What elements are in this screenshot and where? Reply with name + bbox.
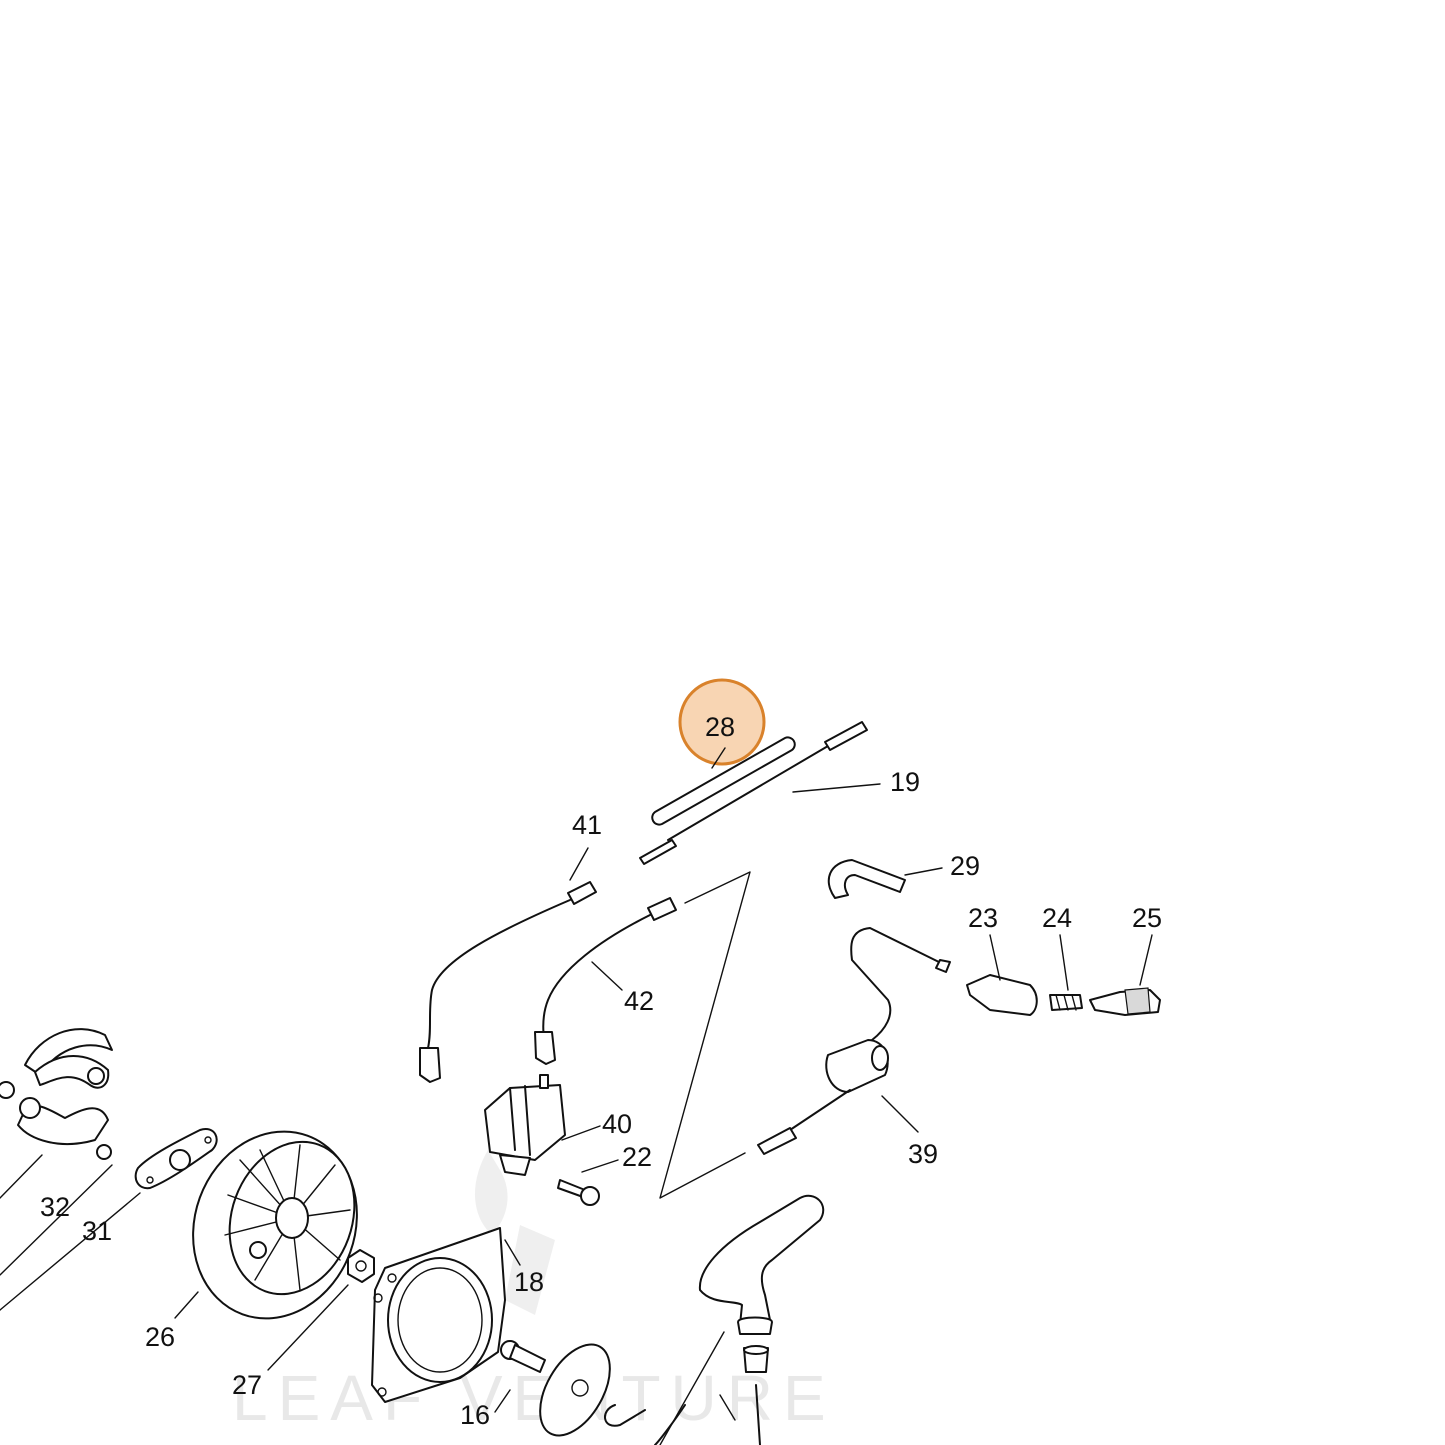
part-23-boot[interactable]	[966, 934, 1038, 1016]
part-19-wire[interactable]	[639, 721, 881, 865]
part-26-flywheel[interactable]	[167, 1108, 382, 1341]
part-39-ignition-coil[interactable]	[757, 927, 951, 1155]
callout-23[interactable]: 23	[968, 903, 998, 933]
watermark: LEAF VENTURE	[232, 1150, 836, 1434]
part-24-spring[interactable]	[1049, 934, 1083, 1011]
callout-26[interactable]: 26	[145, 1322, 175, 1352]
callout-labels: 28 19 41 29 23 24 25 42 40 22 39 32 31 1…	[40, 712, 1162, 1430]
pulley-assembly[interactable]	[526, 1333, 736, 1445]
part-18-starter-case[interactable]	[371, 1227, 521, 1403]
highlight-circle[interactable]	[678, 678, 766, 766]
callout-28[interactable]: 28	[705, 712, 735, 742]
callout-19[interactable]: 19	[890, 767, 920, 797]
starter-handle[interactable]	[659, 1194, 825, 1445]
part-28-tube[interactable]	[651, 736, 796, 826]
part-29-tube[interactable]	[827, 859, 943, 899]
callout-25[interactable]: 25	[1132, 903, 1162, 933]
callout-18[interactable]: 18	[514, 1267, 544, 1297]
clutch-assembly[interactable]	[0, 1028, 113, 1276]
callout-42[interactable]: 42	[624, 986, 654, 1016]
part-25-spark-plug[interactable]	[1089, 934, 1161, 1016]
part-40-module[interactable]	[484, 1074, 601, 1176]
callout-40[interactable]: 40	[602, 1109, 632, 1139]
callout-39[interactable]: 39	[908, 1139, 938, 1169]
callout-31[interactable]: 31	[82, 1216, 112, 1246]
callout-27[interactable]: 27	[232, 1370, 262, 1400]
watermark-text: LEAF VENTURE	[232, 1362, 836, 1434]
callout-32[interactable]: 32	[40, 1192, 70, 1222]
callout-16[interactable]: 16	[460, 1400, 490, 1430]
callout-41[interactable]: 41	[572, 810, 602, 840]
part-27-nut[interactable]	[267, 1249, 375, 1371]
part-22-screw[interactable]	[557, 1159, 619, 1206]
part-41-wire[interactable]	[419, 847, 597, 1083]
callout-22[interactable]: 22	[622, 1142, 652, 1172]
part-16-bolt[interactable]	[494, 1340, 546, 1413]
callout-29[interactable]: 29	[950, 851, 980, 881]
callout-24[interactable]: 24	[1042, 903, 1072, 933]
part-31-plate[interactable]	[0, 1128, 218, 1311]
part-42-wire[interactable]	[534, 897, 677, 1065]
assembly-guide-lines	[659, 871, 751, 1199]
